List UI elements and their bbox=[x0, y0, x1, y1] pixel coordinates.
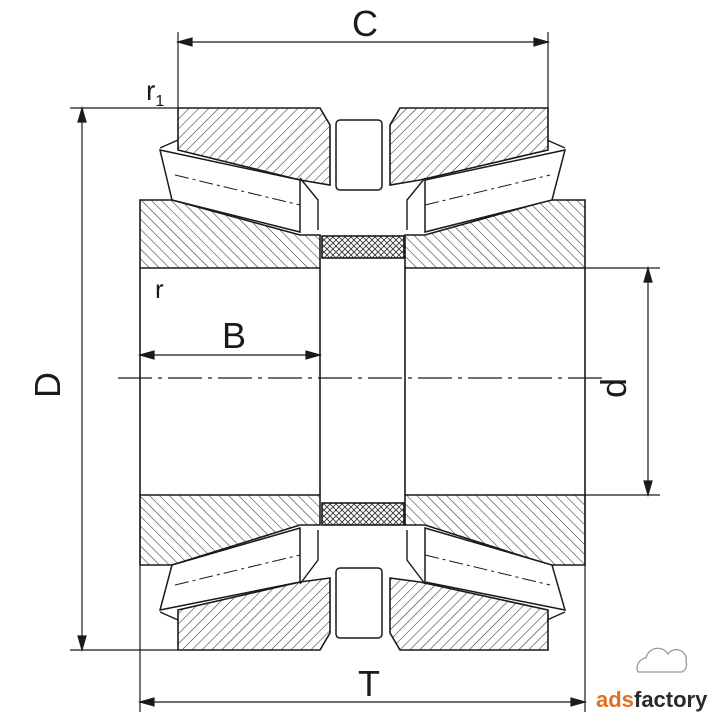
brand-ads: ads bbox=[596, 687, 634, 712]
label-r: r bbox=[155, 274, 164, 304]
label-T: T bbox=[358, 663, 380, 704]
label-D: D bbox=[27, 372, 68, 398]
label-r1: r1 bbox=[146, 75, 164, 110]
label-B: B bbox=[222, 315, 246, 356]
outer-ring-bottom bbox=[177, 577, 549, 651]
bore-outline bbox=[139, 268, 586, 495]
watermark: ads factory bbox=[596, 647, 708, 712]
roller-cages bbox=[159, 139, 566, 621]
tapered-rollers bbox=[158, 149, 567, 611]
label-C: C bbox=[352, 3, 378, 44]
cloud-icon bbox=[636, 647, 688, 673]
lube-slot bbox=[335, 119, 383, 639]
brand-factory: factory bbox=[634, 687, 708, 712]
outer-ring-top bbox=[177, 107, 549, 186]
label-d: d bbox=[593, 378, 634, 398]
spacer-ring bbox=[321, 235, 405, 526]
dimension-lines bbox=[70, 32, 660, 712]
